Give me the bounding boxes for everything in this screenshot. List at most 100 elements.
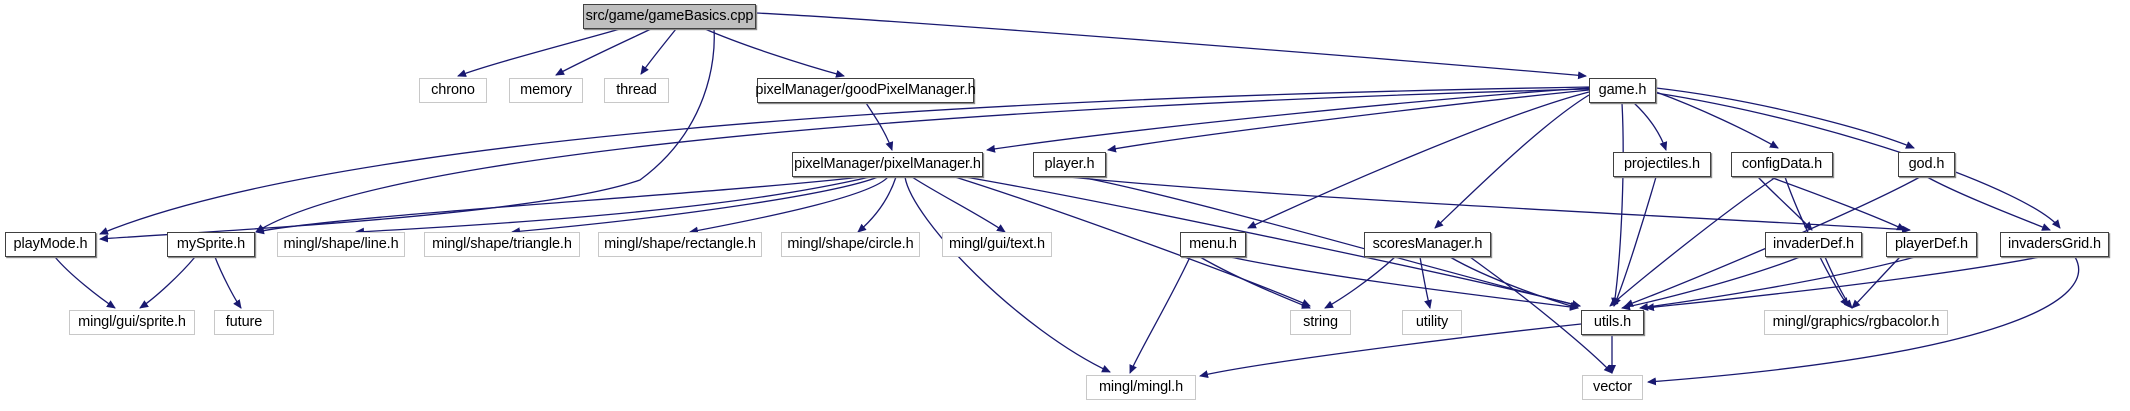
graph-node-label: string [1303, 314, 1338, 331]
dependency-edge [1824, 256, 1853, 309]
dependency-edge [1229, 256, 1579, 311]
graph-node-label: mingl/shape/circle.h [787, 236, 914, 253]
dependency-edge [1655, 91, 1779, 149]
dependency-edge [99, 28, 715, 243]
dependency-edge [1769, 176, 1906, 231]
dependency-edge [1757, 176, 1813, 231]
graph-node-projectiles[interactable]: projectiles.h [1613, 152, 1711, 177]
dependency-edge [255, 176, 863, 235]
graph-node-menuh[interactable]: menu.h [1180, 232, 1246, 257]
dependency-edge [1068, 176, 1911, 234]
dependency-edge [1655, 92, 2061, 229]
dependency-edge [1419, 256, 1432, 309]
graph-node-pixelmanager[interactable]: pixelManager/pixelManager.h [792, 152, 983, 177]
graph-node-guitext[interactable]: mingl/gui/text.h [942, 232, 1052, 257]
graph-node-label: invadersGrid.h [2008, 236, 2101, 253]
graph-node-shapecircle[interactable]: mingl/shape/circle.h [781, 232, 920, 257]
graph-node-rgbacolor[interactable]: mingl/graphics/rgbacolor.h [1764, 310, 1948, 335]
graph-node-invaderdef[interactable]: invaderDef.h [1765, 232, 1862, 257]
graph-node-label: utility [1415, 314, 1449, 331]
dependency-edge [1324, 256, 1396, 309]
dependency-edge [704, 28, 845, 78]
graph-node-vector[interactable]: vector [1582, 375, 1643, 400]
dependency-edge [1639, 256, 1916, 311]
dependency-edge [1199, 256, 1311, 309]
dependency-edge [214, 256, 242, 309]
graph-node-guisprite[interactable]: mingl/gui/sprite.h [69, 310, 195, 335]
graph-node-playerdef[interactable]: playerDef.h [1886, 232, 1977, 257]
graph-node-label: pixelManager/goodPixelManager.h [755, 82, 976, 99]
dependency-edge [904, 176, 1111, 373]
dependency-edge [457, 28, 621, 77]
graph-node-thread[interactable]: thread [604, 78, 669, 103]
graph-node-label: memory [520, 82, 572, 99]
graph-node-label: configData.h [1741, 156, 1823, 173]
graph-node-label: src/game/gameBasics.cpp [585, 8, 754, 25]
graph-node-configdata[interactable]: configData.h [1731, 152, 1833, 177]
graph-node-scoresmanager[interactable]: scoresManager.h [1364, 232, 1491, 257]
graph-node-shapetriangle[interactable]: mingl/shape/triangle.h [424, 232, 580, 257]
dependency-edge [555, 28, 652, 76]
graph-node-mysprite[interactable]: mySprite.h [167, 232, 255, 257]
graph-node-label: mingl/mingl.h [1098, 379, 1184, 396]
graph-node-playerh[interactable]: player.h [1033, 152, 1106, 177]
dependency-edge [986, 87, 1590, 153]
dependency-edge [1079, 176, 1581, 309]
dependency-edge [1129, 256, 1191, 374]
graph-node-label: projectiles.h [1623, 156, 1701, 173]
dependency-edge [857, 176, 897, 233]
graph-node-chrono[interactable]: chrono [419, 78, 487, 103]
dependency-edge [54, 256, 116, 309]
graph-node-label: mingl/shape/line.h [283, 236, 399, 253]
dependency-edge [1645, 256, 2041, 312]
graph-node-utility[interactable]: utility [1402, 310, 1462, 335]
dependency-edge [1609, 176, 1777, 307]
graph-node-label: menu.h [1189, 236, 1237, 253]
graph-node-label: future [225, 314, 263, 331]
dependency-edge [865, 102, 894, 151]
graph-node-memory[interactable]: memory [509, 78, 583, 103]
graph-node-label: pixelManager/pixelManager.h [794, 156, 981, 173]
graph-node-label: game.h [1598, 82, 1647, 99]
graph-node-shaperect[interactable]: mingl/shape/rectangle.h [598, 232, 762, 257]
graph-node-string[interactable]: string [1290, 310, 1351, 335]
dependency-edge [1107, 89, 1590, 153]
graph-node-label: playerDef.h [1894, 236, 1969, 253]
dependency-edge [755, 12, 1587, 80]
graph-node-future[interactable]: future [214, 310, 274, 335]
dependency-edge [139, 256, 196, 309]
graph-node-label: playMode.h [13, 236, 88, 253]
graph-node-label: vector [1593, 379, 1632, 396]
dependency-edge [1655, 87, 1915, 149]
graph-node-shapeline[interactable]: mingl/shape/line.h [277, 232, 405, 257]
graph-node-label: mingl/gui/text.h [949, 236, 1045, 253]
graph-node-label: mingl/shape/rectangle.h [604, 236, 756, 253]
graph-node-label: invaderDef.h [1772, 236, 1854, 253]
dependency-edge [1621, 256, 1801, 311]
graph-node-label: mingl/graphics/rgbacolor.h [1772, 314, 1940, 331]
graph-node-label: mingl/shape/triangle.h [432, 236, 572, 253]
graph-node-root[interactable]: src/game/gameBasics.cpp [583, 4, 756, 29]
dependency-edge [1199, 323, 1582, 379]
graph-node-label: thread [616, 82, 657, 99]
graph-node-label: mingl/gui/sprite.h [78, 314, 186, 331]
dependency-edge [1613, 176, 1657, 307]
dependency-edge [1633, 102, 1668, 151]
graph-node-goodpixel[interactable]: pixelManager/goodPixelManager.h [755, 78, 976, 103]
dependency-edge [1926, 176, 2051, 231]
graph-node-invadersgrid[interactable]: invadersGrid.h [2000, 232, 2109, 257]
dependency-edge [1851, 256, 1901, 309]
graph-node-godh[interactable]: god.h [1898, 152, 1955, 177]
graph-node-label: mySprite.h [176, 236, 246, 253]
dependency-edge [689, 176, 889, 235]
graph-node-label: player.h [1044, 156, 1095, 173]
graph-node-gameh[interactable]: game.h [1589, 78, 1656, 103]
graph-node-utilsh[interactable]: utils.h [1581, 310, 1644, 335]
graph-node-minglh[interactable]: mingl/mingl.h [1086, 375, 1196, 400]
dependency-edge [1247, 91, 1590, 229]
graph-node-playmode[interactable]: playMode.h [5, 232, 96, 257]
dependency-edge [511, 176, 879, 236]
graph-node-label: scoresManager.h [1372, 236, 1483, 253]
